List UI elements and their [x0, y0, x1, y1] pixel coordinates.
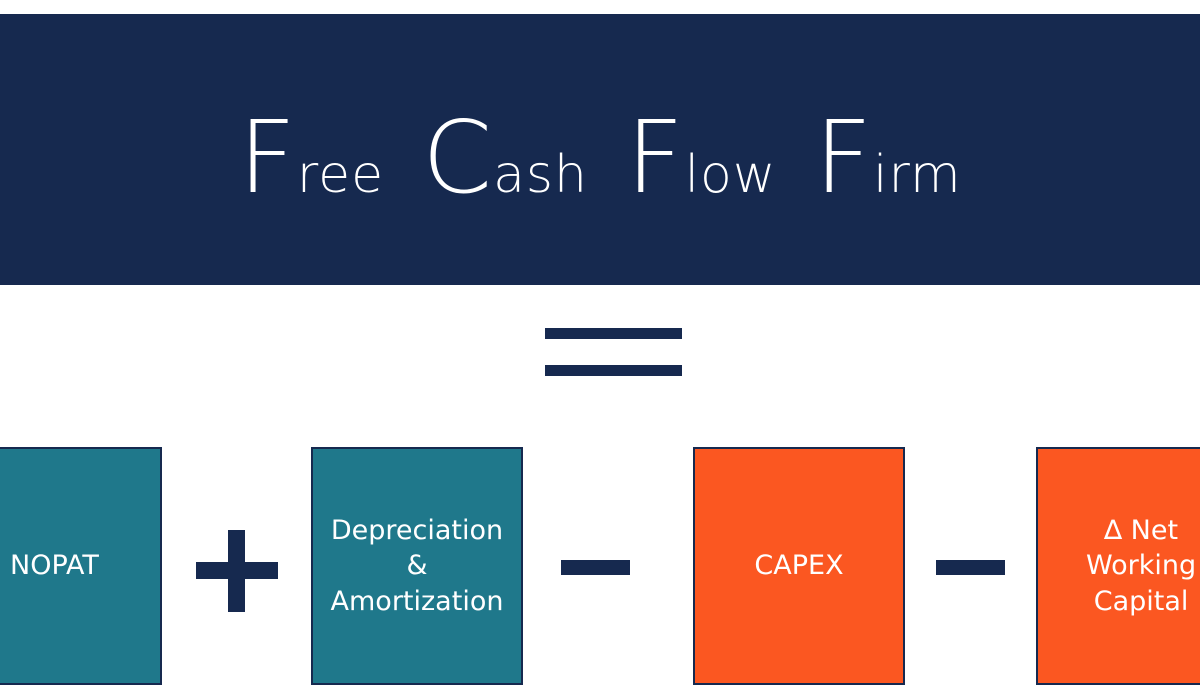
term-box-depreciation-amortization: Depreciation & Amortization — [311, 447, 523, 685]
title-word-free: Free — [238, 98, 385, 216]
title-word-cash: Cash — [422, 98, 588, 216]
equals-bar-bottom — [545, 365, 682, 376]
term-label-nopat: NOPAT — [10, 550, 99, 582]
equals-bar-top — [545, 328, 682, 339]
title-word-firm: Firm — [814, 98, 962, 216]
term-box-net-working-capital: ∆ Net Working Capital — [1036, 447, 1200, 685]
term-label-depreciation-amortization: Depreciation & Amortization — [330, 515, 504, 617]
term-box-nopat: NOPAT — [0, 447, 162, 685]
minus-icon — [561, 560, 630, 575]
title-word-flow: Flow — [626, 98, 777, 216]
equals-icon — [545, 328, 682, 376]
page-title: Free Cash Flow Firm — [222, 98, 977, 216]
term-box-capex: CAPEX — [693, 447, 905, 685]
term-label-capex: CAPEX — [754, 550, 844, 582]
title-banner: Free Cash Flow Firm — [0, 14, 1200, 285]
plus-bar-vertical — [228, 530, 245, 612]
minus-icon — [936, 560, 1005, 575]
term-label-net-working-capital: ∆ Net Working Capital — [1086, 515, 1197, 617]
plus-icon — [196, 530, 278, 612]
